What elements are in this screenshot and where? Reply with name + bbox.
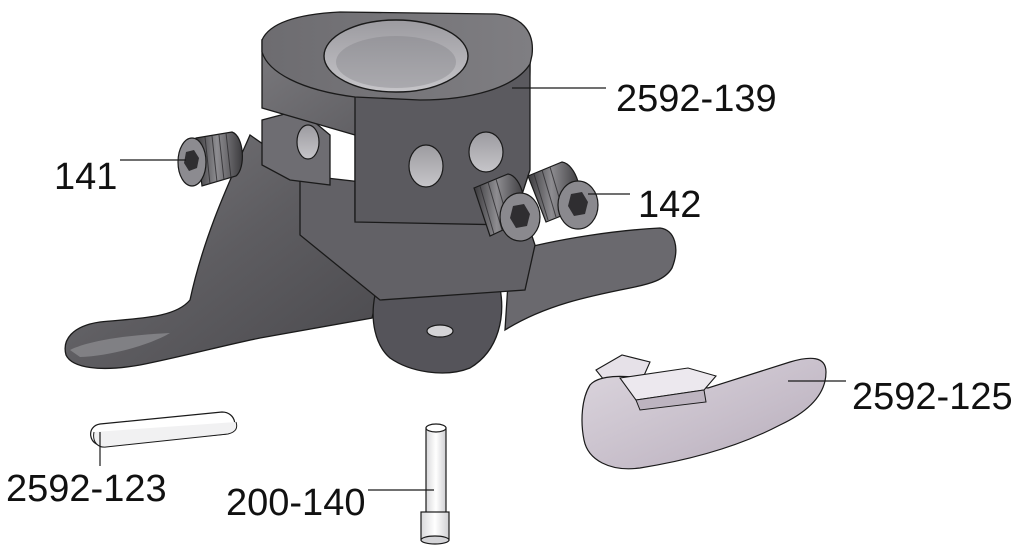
set-screw-142-a — [473, 173, 541, 242]
callout-200-140: 200-140 — [226, 482, 366, 524]
front-hole-right — [468, 131, 504, 173]
callout-141: 141 — [54, 156, 118, 198]
side-boss-hole — [296, 124, 320, 160]
pedestal-hole — [426, 324, 454, 338]
hex-socket-icon — [510, 204, 530, 228]
top-bore — [323, 19, 469, 93]
pin-200-140 — [420, 423, 450, 545]
key-2592-123 — [90, 411, 238, 448]
callout-2592-123: 2592-123 — [6, 468, 167, 510]
callout-2592-139: 2592-139 — [616, 78, 777, 120]
callout-2592-125: 2592-125 — [852, 376, 1013, 418]
front-finger — [504, 227, 677, 332]
set-screw-141 — [177, 131, 243, 187]
plastic-insert-2592-125 — [581, 354, 827, 470]
front-hole-left — [408, 144, 444, 188]
top-bore-inner — [336, 36, 456, 88]
set-screw-142-b — [527, 161, 599, 230]
tail-arm-highlight — [70, 333, 170, 357]
callout-142: 142 — [638, 184, 702, 226]
leader-lines — [99, 87, 846, 491]
hex-socket-icon — [184, 150, 199, 171]
hex-socket-icon — [568, 192, 588, 216]
